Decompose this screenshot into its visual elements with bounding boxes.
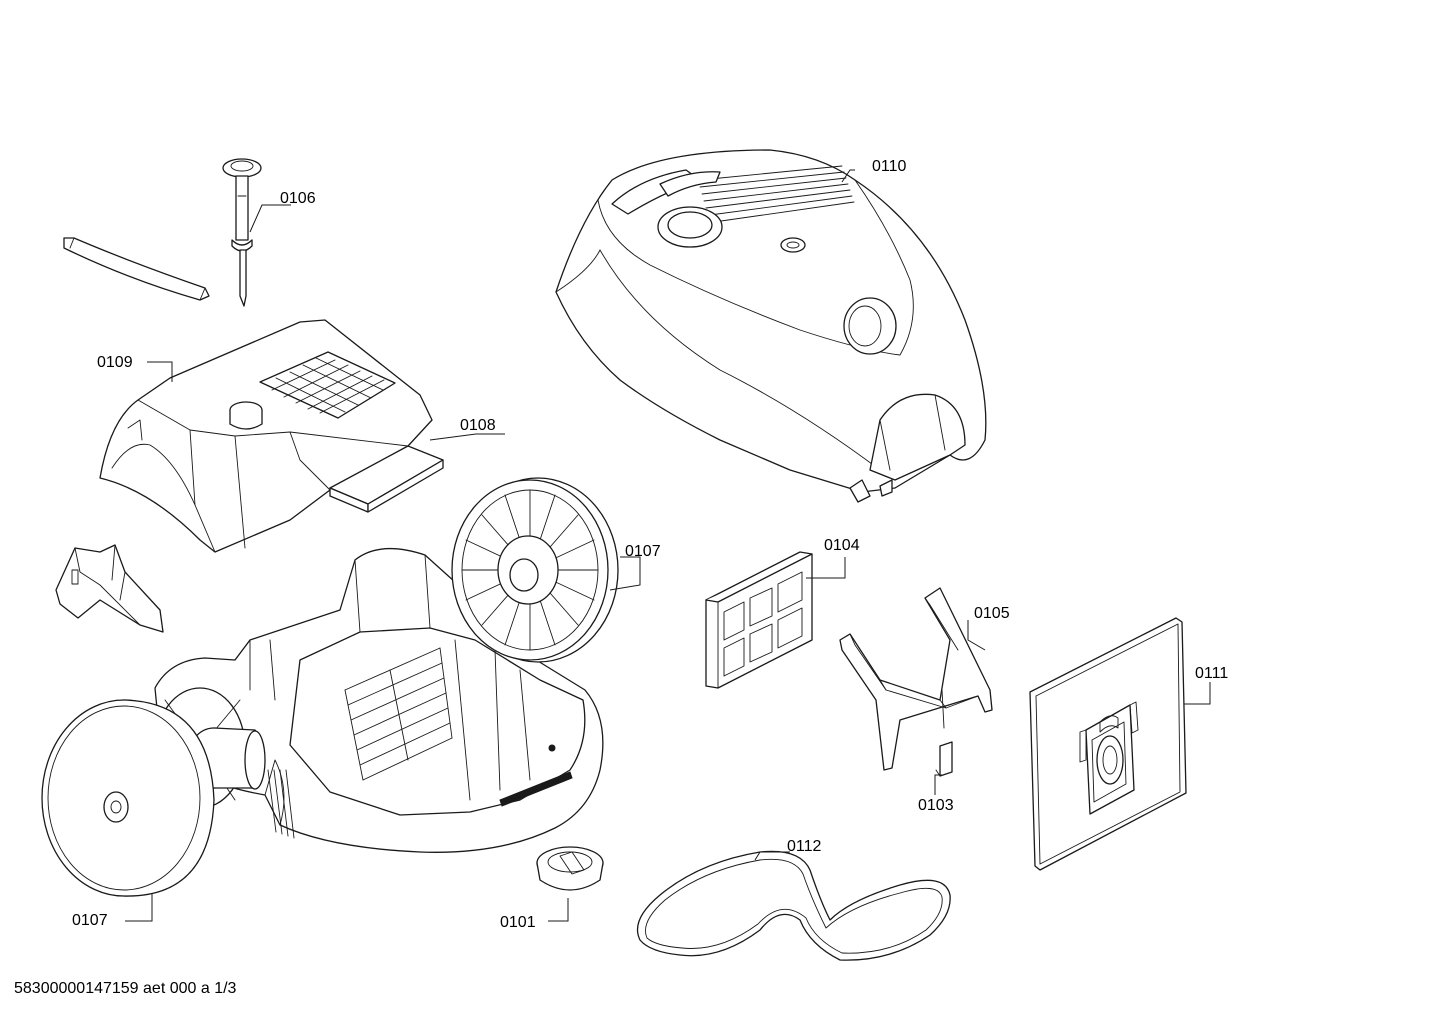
callout-0107-front: 0107 <box>72 912 108 929</box>
part-0110-cover[interactable] <box>555 149 987 503</box>
part-0111-dust-bag[interactable] <box>1029 617 1187 871</box>
callout-0105: 0105 <box>974 605 1010 622</box>
small-bracket[interactable] <box>55 544 164 633</box>
callout-0103: 0103 <box>918 797 954 814</box>
callout-0112: 0112 <box>787 838 822 855</box>
part-0103-clip[interactable] <box>935 741 953 777</box>
callout-0111: 0111 <box>1195 665 1228 682</box>
document-id: 58300000147159 aet 000 a 1/3 <box>14 980 237 997</box>
part-0104-filter-frame[interactable] <box>705 551 813 689</box>
callout-0109: 0109 <box>97 354 133 371</box>
leader-lines <box>125 169 1211 922</box>
callout-0104: 0104 <box>824 537 860 554</box>
part-0109-housing[interactable] <box>99 319 433 553</box>
part-0106-pin[interactable] <box>222 158 262 307</box>
part-0107-wheel-back[interactable] <box>451 477 619 663</box>
part-0112-belt[interactable] <box>636 850 951 961</box>
callout-0108: 0108 <box>460 417 496 434</box>
callout-0106: 0106 <box>280 190 316 207</box>
callout-0107-back: 0107 <box>625 543 661 560</box>
part-0101-ring-cap[interactable] <box>536 846 604 891</box>
gasket-strip[interactable] <box>63 237 210 301</box>
part-0108-filter[interactable] <box>329 445 444 513</box>
part-0105-holder[interactable] <box>839 587 993 771</box>
callout-0110: 0110 <box>872 158 907 175</box>
callout-0101: 0101 <box>500 914 536 931</box>
part-0107-wheel-front[interactable] <box>41 699 215 897</box>
